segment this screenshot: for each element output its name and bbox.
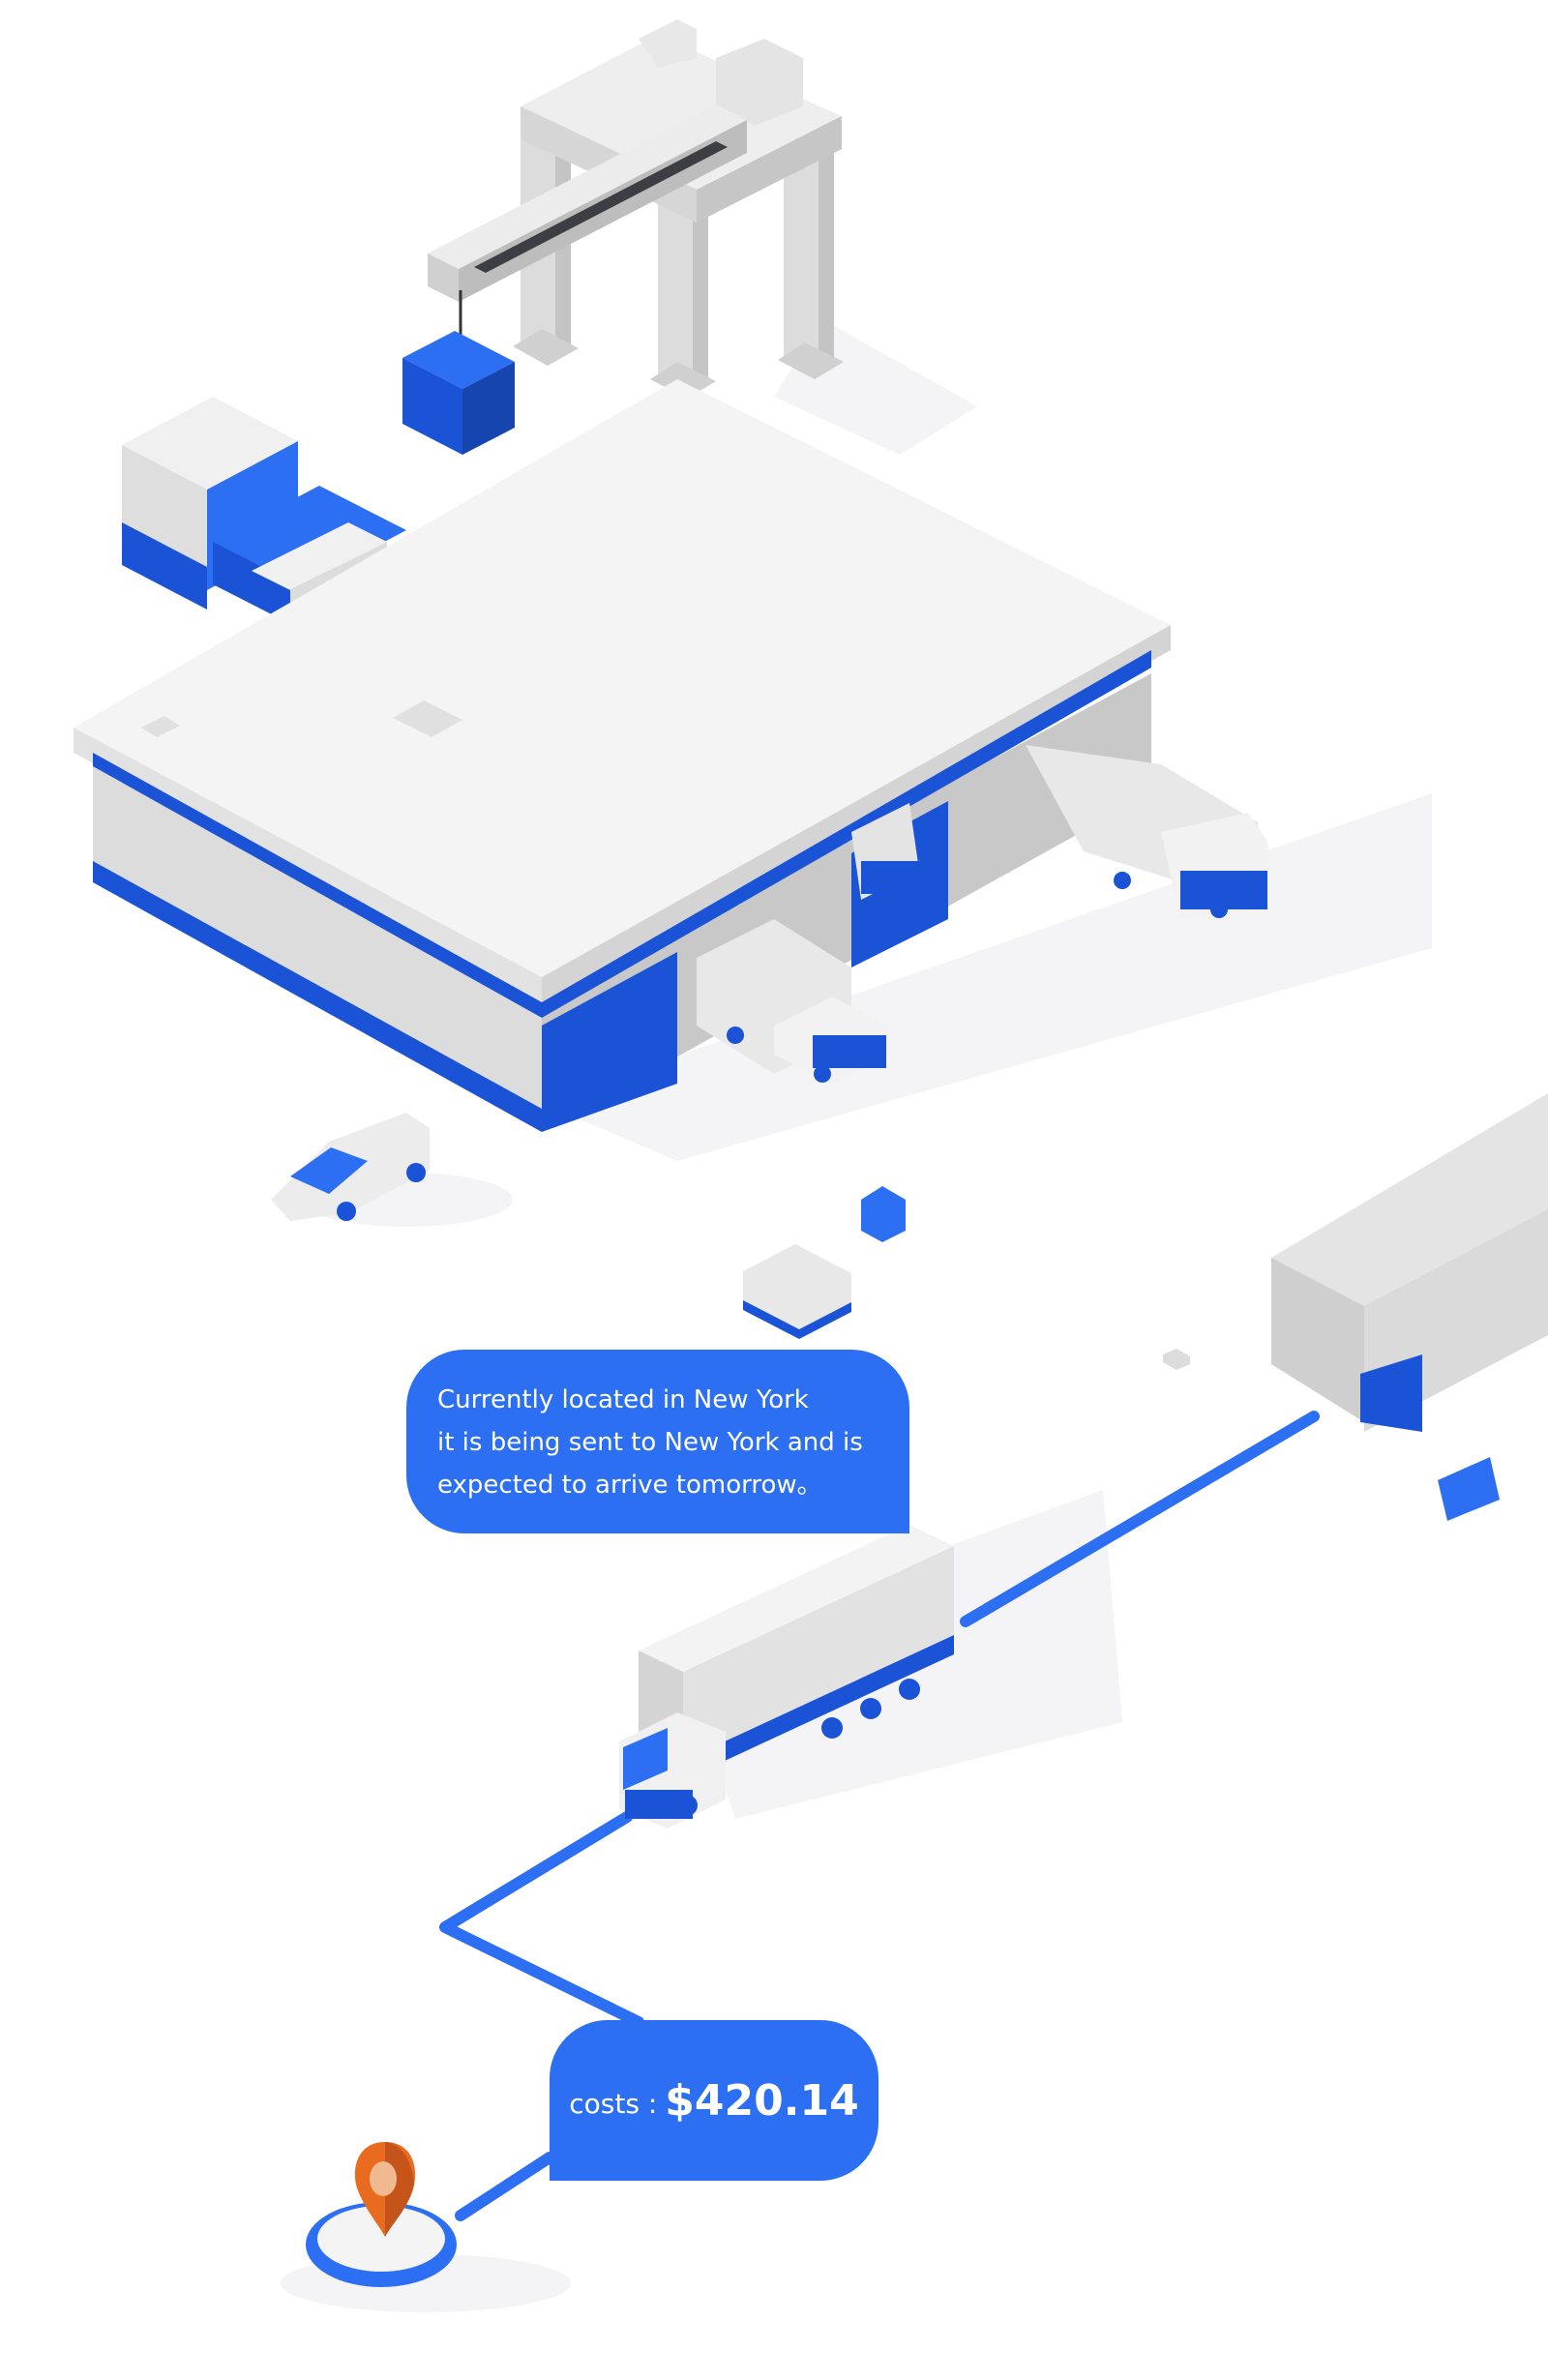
cost-value: $420.14: [665, 2075, 859, 2126]
status-message-bubble: Currently located in New York it is bein…: [406, 1350, 909, 1533]
cost-label: costs :: [569, 2087, 658, 2120]
cost-bubble: costs : $420.14: [550, 2020, 878, 2181]
location-pin-icon: [306, 2142, 457, 2287]
docked-trucks: [697, 745, 1267, 1084]
status-line-2: it is being sent to New York and is: [437, 1428, 863, 1457]
route-line: [439, 1411, 1320, 2221]
status-line-1: Currently located in New York: [437, 1385, 809, 1414]
delivery-van: [271, 1113, 430, 1221]
semi-truck: [619, 1525, 954, 1829]
warehouse: [74, 379, 1171, 1132]
gantry-crane: [402, 19, 844, 455]
forklift-and-pallets: [743, 1186, 1190, 1370]
tent-hangar: [1271, 1093, 1548, 1521]
status-line-3: expected to arrive tomorrow。: [437, 1471, 822, 1500]
container-stacks: [122, 397, 406, 629]
